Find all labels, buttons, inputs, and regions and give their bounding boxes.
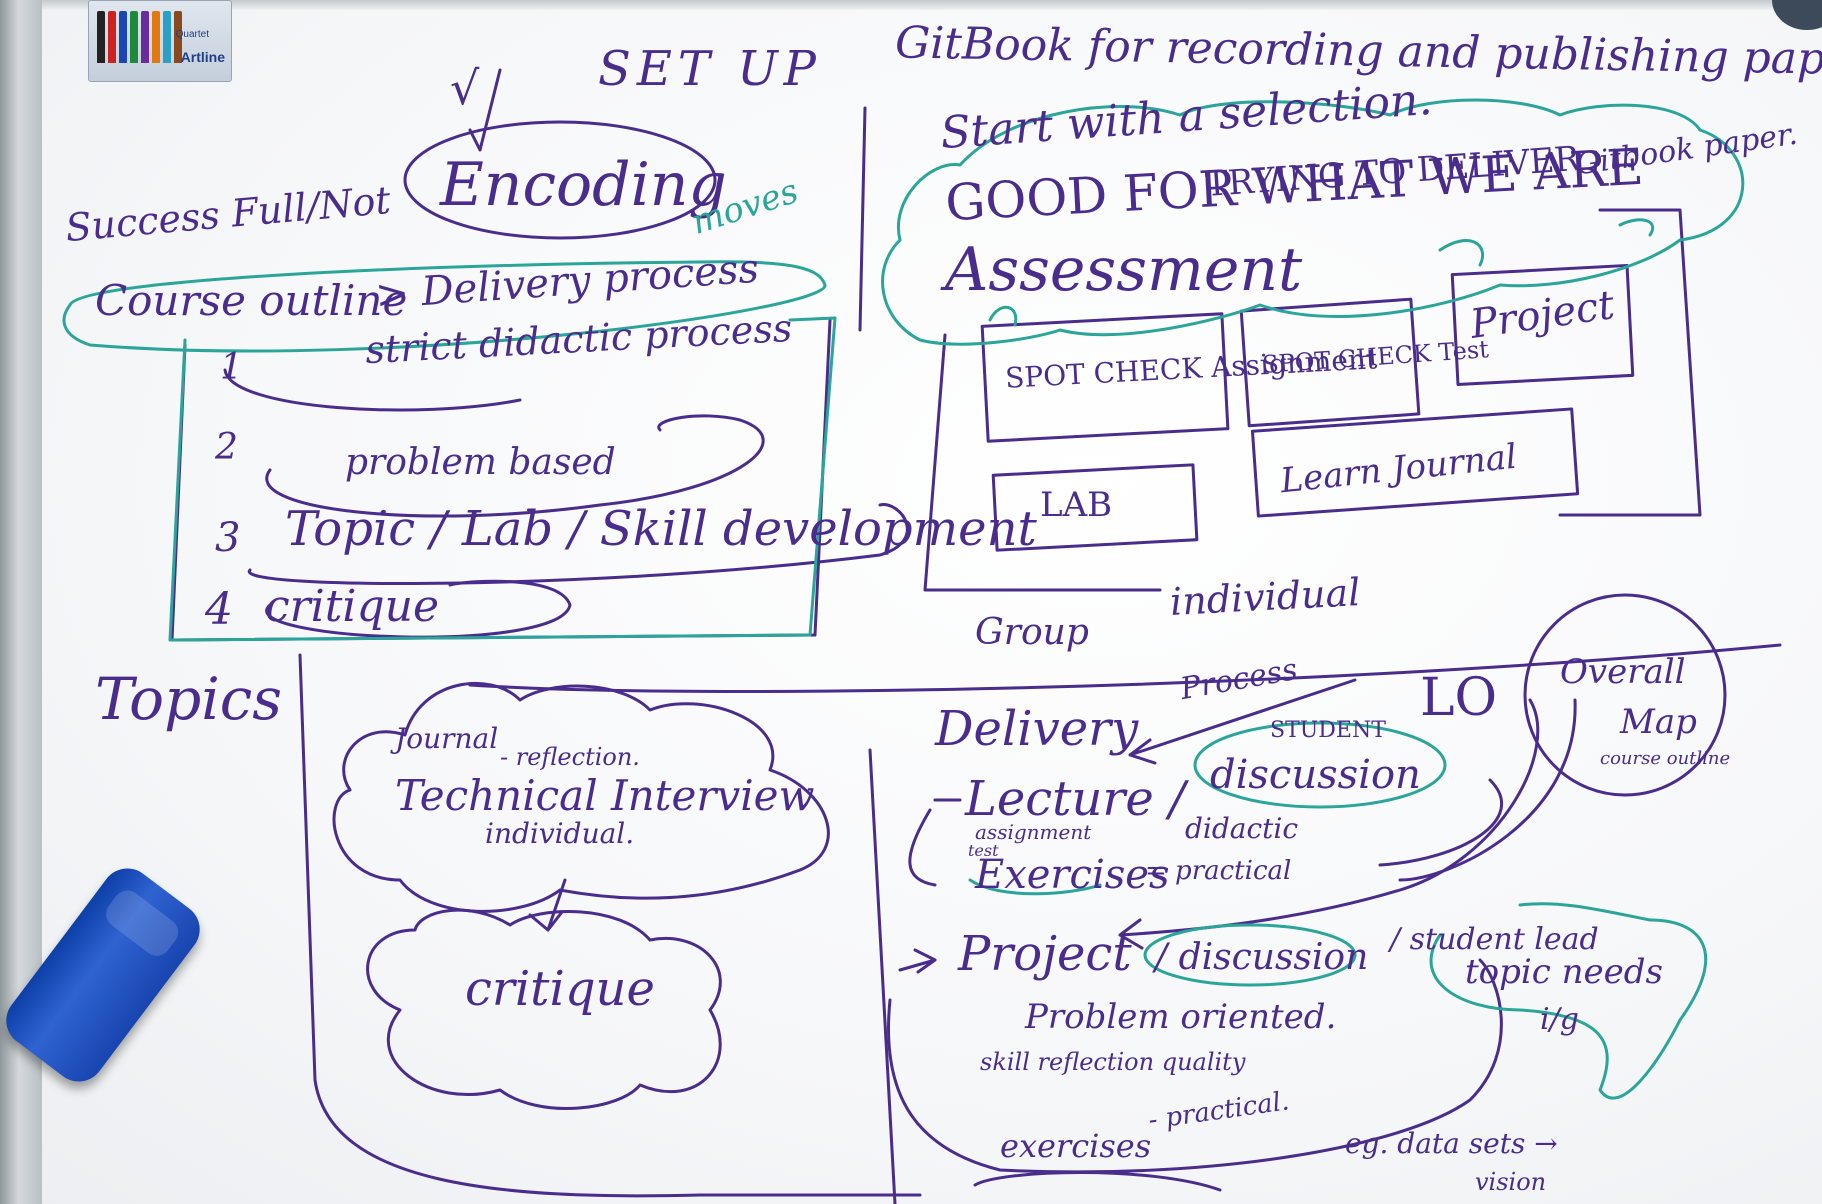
overall-map-circle [1523, 593, 1727, 797]
course-item-1-num: 1 [220, 347, 243, 388]
map-label: Map [1620, 702, 1697, 742]
course-outline-label: Course outline [95, 276, 408, 325]
process-arrow [1128, 678, 1357, 765]
student-lead-cloud [1429, 902, 1708, 1100]
course-outline-cloud [62, 260, 827, 353]
problem-oriented-label: Problem oriented. [1025, 997, 1337, 1037]
technical-interview-label: Technical Interview [395, 771, 815, 820]
lo-label: LO [1420, 668, 1498, 728]
package-artline-logo: Artline [180, 49, 225, 65]
marker-pens [97, 11, 182, 63]
critique-label: critique [465, 961, 655, 1017]
item2-loop [265, 414, 765, 518]
student-discussion-label: discussion [1210, 752, 1421, 798]
exercises-bottom-label: exercises [1000, 1127, 1152, 1165]
assignment-label: assignment [975, 820, 1092, 844]
reflection-label: - reflection. [500, 743, 640, 771]
overall-label: Overall [1560, 652, 1686, 692]
divider-bottom [868, 748, 897, 1204]
course-box-teal [168, 316, 837, 642]
check-mark: √ [450, 61, 480, 115]
package-quartet-logo: Quartet [175, 29, 209, 40]
discussion-label: / discussion [1155, 937, 1369, 978]
exercises-underline [968, 878, 1102, 896]
didactic-label: didactic [1185, 812, 1299, 845]
course-item-3-text: Topic / Lab / Skill development [285, 501, 1037, 557]
cloud-curl-3 [988, 306, 1018, 327]
item4-loop [265, 579, 572, 639]
learn-journal-box [1250, 407, 1580, 518]
lecture-label: Lecture / [965, 771, 1186, 827]
topics-frame [298, 653, 922, 1198]
interview-cloud [332, 681, 830, 913]
check-stroke [468, 68, 502, 152]
student-lead-label: / student lead [1390, 922, 1599, 957]
spot-check-assignment-box [980, 312, 1230, 443]
overall-arrow [1398, 698, 1577, 882]
cloud-curl-2 [1618, 218, 1654, 237]
project-loop [887, 958, 1503, 1174]
ig-label: i/g [1540, 1002, 1579, 1037]
critique-cloud [366, 908, 722, 1110]
assessment-box [923, 208, 1702, 592]
item1-loop [223, 368, 522, 412]
board-frame-top [0, 0, 1822, 10]
datasets-label: eg. data sets → [1345, 1127, 1558, 1160]
practical-label: = practical [1145, 856, 1292, 886]
group-label: Group [975, 612, 1089, 653]
test-label: test [968, 841, 999, 860]
student-discussion-ellipse [1193, 721, 1447, 809]
setup-label: SET UP [598, 41, 822, 97]
course-item-3-num: 3 [215, 515, 241, 561]
interview-individual-label: individual. [485, 817, 635, 850]
student-label: STUDENT [1270, 718, 1386, 743]
exercises-label: Exercises [975, 852, 1170, 898]
item3-loop [247, 503, 909, 585]
interview-critique-arrow [528, 878, 567, 932]
encoding-label: Encoding [440, 150, 727, 220]
course-outline-small-label: course outline [1600, 748, 1731, 769]
course-item-4-num: 4 [205, 584, 233, 635]
course-item-2-text: problem based [345, 442, 616, 483]
discussion-ellipse [1143, 923, 1357, 987]
marker-package: Quartet Artline [88, 0, 232, 82]
vision-label: vision [1475, 1168, 1547, 1196]
lab-box [991, 463, 1199, 552]
course-item-2-num: 2 [215, 427, 238, 468]
assessment-title: Assessment [945, 235, 1303, 305]
lab-label: LAB [1040, 485, 1113, 525]
topic-needs-label: topic needs [1465, 952, 1663, 992]
encoding-ellipse [403, 120, 717, 240]
cloud-curl-1 [1438, 239, 1485, 267]
mid-divider [468, 643, 1782, 693]
course-item-4-text: critique [265, 581, 440, 632]
journal-label: Journal [395, 722, 499, 755]
delivery-title: Delivery [935, 701, 1139, 757]
project-delivery-label: Project [958, 926, 1132, 982]
good-for-cloud [881, 98, 1745, 346]
lecture-bracket [908, 798, 962, 887]
individual-label: individual [1168, 570, 1362, 624]
bottom-ellipse [973, 1171, 1222, 1192]
project-box [1450, 263, 1635, 386]
skill-reflection-label: skill reflection quality [980, 1048, 1246, 1076]
divider-top [858, 106, 867, 332]
project-arrow [898, 948, 937, 974]
spot-check-test-box [1239, 297, 1421, 428]
topics-title: Topics [95, 665, 283, 733]
